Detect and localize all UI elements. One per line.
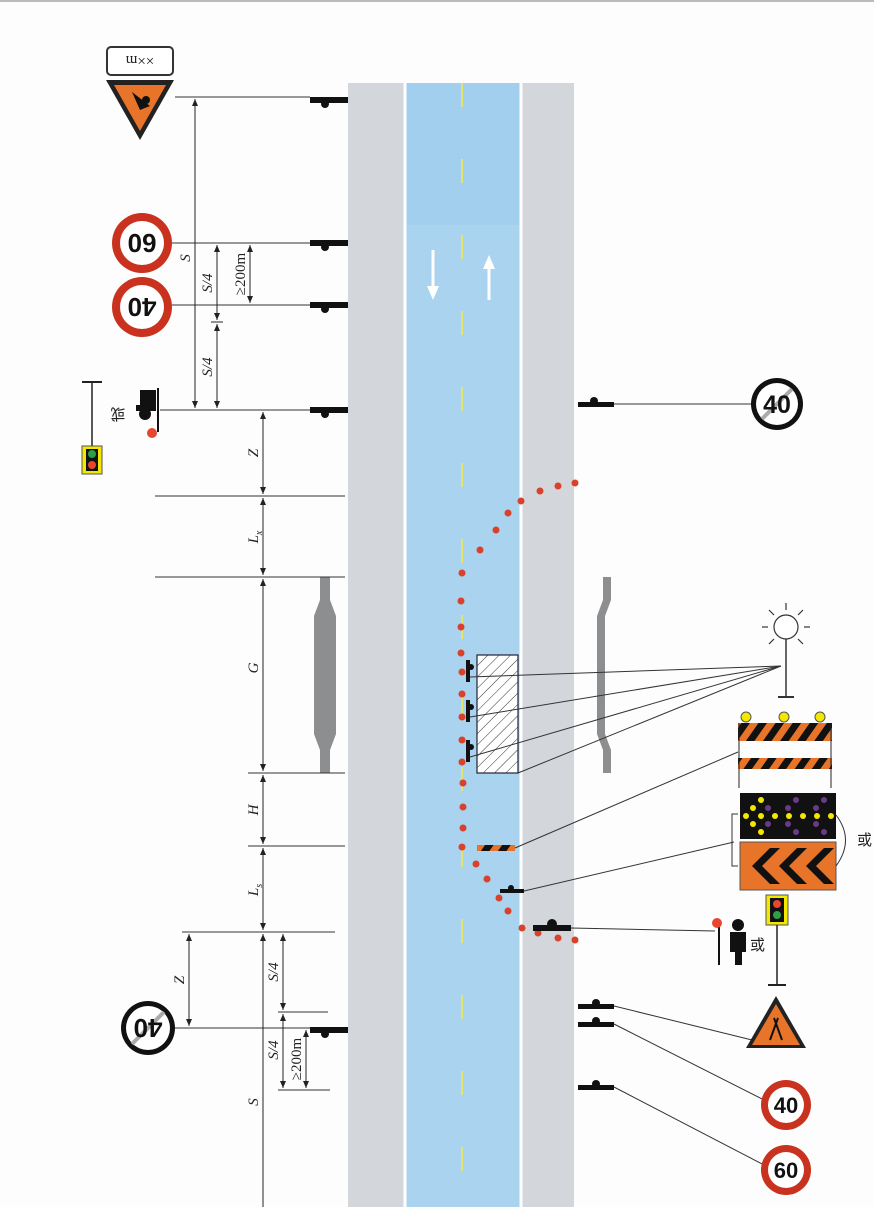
post <box>310 302 348 313</box>
or-label: 或 <box>750 936 765 954</box>
traffic-cone <box>458 668 466 676</box>
dimension-lines <box>186 99 309 1207</box>
post <box>578 1080 614 1090</box>
traffic-cone <box>554 934 562 942</box>
dim-label-H: H <box>246 803 262 816</box>
dim-label-Lx: Lx <box>246 530 265 544</box>
traffic-cone <box>504 907 512 915</box>
flagger-icon <box>712 918 746 965</box>
traffic-cone <box>458 569 466 577</box>
dim-label-min-200m: ≥200m <box>289 1037 305 1080</box>
post <box>310 97 348 108</box>
chevron-board <box>739 841 837 891</box>
alternative-bracket <box>731 813 846 867</box>
dim-label-S: S <box>246 1098 262 1106</box>
traffic-cone <box>458 713 466 721</box>
traffic-cone <box>534 929 542 937</box>
traffic-cone <box>476 546 484 554</box>
svg-text:60: 60 <box>774 1158 798 1183</box>
direction-arrow-down-icon <box>427 250 439 300</box>
end-speed-limit-sign-40: 40 <box>751 378 803 430</box>
traffic-cone <box>457 597 465 605</box>
traffic-cone <box>472 860 480 868</box>
left-shoulder <box>348 83 405 1207</box>
traffic-cone <box>457 649 465 657</box>
distance-plate: ××m <box>106 46 174 76</box>
traffic-cone <box>459 779 467 787</box>
traffic-cone <box>459 803 467 811</box>
post <box>310 1027 348 1038</box>
warning-lights <box>466 660 474 762</box>
traffic-cone <box>459 824 467 832</box>
dim-label-Z: Z <box>246 448 262 457</box>
traffic-cone <box>571 936 579 944</box>
post <box>500 885 524 893</box>
speed-limit-sign-40: 40 <box>761 1080 811 1130</box>
end-speed-limit-sign-40: 40 <box>121 1001 175 1055</box>
post <box>533 919 571 931</box>
right-shoulder <box>522 83 574 1207</box>
traffic-signal-icon <box>81 381 103 475</box>
speed-limit-sign-60: 60 <box>761 1145 811 1195</box>
dim-label-min-200m: ≥200m <box>233 252 249 295</box>
lane-barrier <box>477 845 515 851</box>
traffic-cone <box>495 894 503 902</box>
traffic-cone <box>458 736 466 744</box>
traffic-cone <box>517 497 525 505</box>
post <box>578 397 614 407</box>
flagger-icon <box>136 388 159 438</box>
svg-text:60: 60 <box>128 228 157 258</box>
barricade-with-lights <box>738 711 832 788</box>
right-guardrail <box>597 577 611 773</box>
leader-lines <box>155 96 782 1166</box>
svg-text:40: 40 <box>128 292 157 322</box>
post <box>310 240 348 251</box>
dim-label-S-quarter: S/4 <box>200 273 216 293</box>
arrow-board <box>740 793 836 839</box>
post <box>578 1017 614 1027</box>
traffic-cone <box>458 758 466 766</box>
traffic-cone <box>536 487 544 495</box>
dim-label-Ls: Ls <box>246 884 265 897</box>
svg-text:40: 40 <box>134 1013 163 1043</box>
dim-label-S-quarter: S/4 <box>266 1040 282 1060</box>
travel-lanes <box>405 83 522 1207</box>
traffic-signal-icon <box>765 894 789 986</box>
traffic-cone <box>457 623 465 631</box>
dim-label-S: S <box>178 254 194 262</box>
or-label: 或 <box>110 405 125 423</box>
speed-limit-sign-40: 40 <box>112 277 172 337</box>
traffic-cone <box>483 875 491 883</box>
or-label: 或 <box>857 831 872 849</box>
traffic-cones <box>457 479 579 944</box>
sign-posts <box>310 97 614 1090</box>
left-guardrail <box>314 577 336 773</box>
dim-label-S-quarter: S/4 <box>200 357 216 377</box>
traffic-cone <box>518 924 526 932</box>
svg-text:40: 40 <box>763 391 791 419</box>
road-work-warning-sign <box>106 80 174 140</box>
dim-label-S-quarter: S/4 <box>266 962 282 982</box>
traffic-cone <box>554 482 562 490</box>
direction-arrow-up-icon <box>483 255 495 300</box>
warning-lamp-icon <box>762 603 810 698</box>
traffic-cone <box>458 690 466 698</box>
traffic-cone <box>504 509 512 517</box>
dim-label-G: G <box>246 662 262 673</box>
road <box>348 83 574 1207</box>
traffic-cone <box>458 843 466 851</box>
speed-limit-sign-60: 60 <box>112 213 172 273</box>
post <box>578 999 614 1009</box>
post <box>310 407 348 418</box>
svg-text:40: 40 <box>774 1093 798 1118</box>
road-work-warning-sign <box>746 996 806 1048</box>
traffic-cone <box>492 526 500 534</box>
traffic-cone <box>571 479 579 487</box>
svg-text:××m: ××m <box>125 52 154 68</box>
dim-label-Z: Z <box>172 975 188 984</box>
